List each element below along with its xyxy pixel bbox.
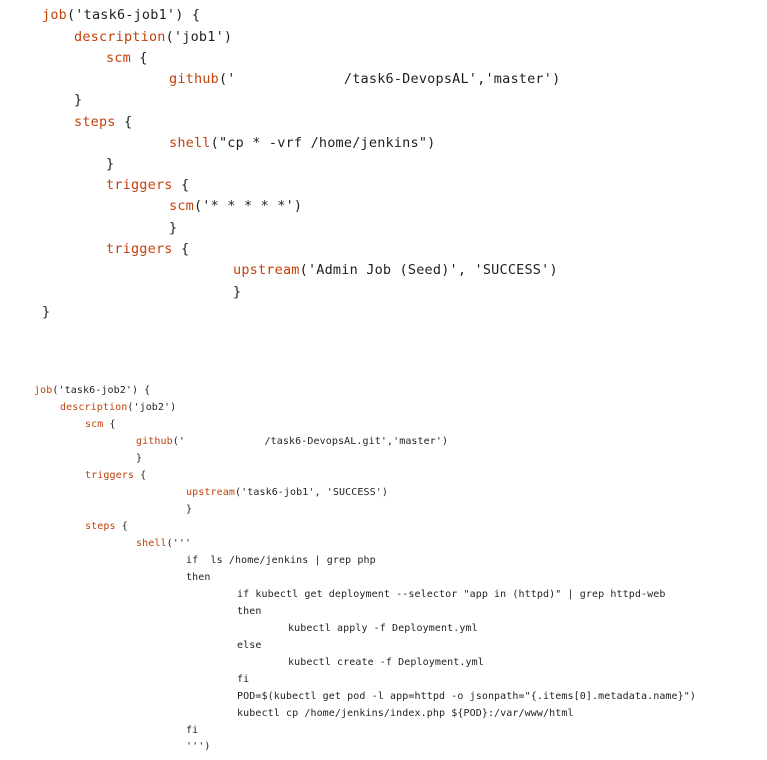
code-text: then	[237, 606, 262, 617]
code-line: upstream('Admin Job (Seed)', 'SUCCESS')	[233, 262, 558, 278]
code-keyword: scm	[85, 419, 104, 430]
code-line: }	[186, 504, 192, 515]
code-text: if ls /home/jenkins | grep php	[186, 555, 376, 566]
code-line: job('task6-job2') {	[34, 385, 150, 396]
code-text: else	[237, 640, 262, 651]
code-keyword: description	[60, 402, 128, 413]
code-line: else	[237, 640, 261, 651]
code-line: ''')	[186, 741, 210, 752]
code-text: ('job2')	[127, 402, 177, 413]
code-keyword: scm	[169, 198, 194, 214]
code-text: {	[115, 521, 128, 532]
code-keyword: job	[42, 7, 67, 23]
code-line: scm('* * * * *')	[169, 198, 302, 214]
code-text: ('Admin Job (Seed)', 'SUCCESS')	[299, 262, 558, 278]
code-line: upstream('task6-job1', 'SUCCESS')	[186, 487, 388, 498]
code-text: fi	[237, 674, 250, 685]
code-text: (' /task6-DevopsAL.git','master')	[172, 436, 449, 447]
code-keyword: triggers	[106, 177, 173, 193]
code-line: }	[74, 92, 82, 108]
code-line: }	[42, 304, 50, 320]
code-text: }	[233, 284, 242, 300]
code-text: ("cp * -vrf /home/jenkins")	[210, 135, 436, 151]
code-line: triggers {	[106, 177, 189, 193]
code-keyword: triggers	[106, 241, 173, 257]
code-keyword: steps	[85, 521, 116, 532]
code-keyword: github	[136, 436, 173, 447]
code-keyword: steps	[74, 114, 116, 130]
code-text: kubectl apply -f Deployment.yml	[288, 623, 478, 634]
code-keyword: github	[169, 71, 219, 87]
code-line: steps {	[74, 114, 132, 130]
code-text: }	[186, 504, 193, 515]
code-keyword: triggers	[85, 470, 134, 481]
code-text: {	[172, 177, 190, 193]
code-text: fi	[186, 725, 199, 736]
code-text: kubectl create -f Deployment.yml	[288, 657, 484, 668]
code-line: shell("cp * -vrf /home/jenkins")	[169, 135, 436, 151]
code-line: github(' /task6-DevopsAL','master')	[169, 71, 560, 87]
code-line: steps {	[85, 521, 128, 532]
code-line: POD=$(kubectl get pod -l app=httpd -o js…	[237, 691, 696, 702]
code-text: }	[136, 453, 143, 464]
code-line: scm {	[106, 50, 148, 66]
code-text: ('task6-job2') {	[52, 385, 151, 396]
code-line: description('job2')	[60, 402, 176, 413]
code-text: {	[103, 419, 116, 430]
code-line: }	[136, 453, 142, 464]
code-line: github(' /task6-DevopsAL.git','master')	[136, 436, 448, 447]
code-line: kubectl cp /home/jenkins/index.php ${POD…	[237, 708, 574, 719]
code-keyword: shell	[169, 135, 211, 151]
code-keyword: job	[34, 385, 53, 396]
code-text: (' /task6-DevopsAL','master')	[218, 71, 561, 87]
code-line: triggers {	[106, 241, 189, 257]
code-text: {	[115, 114, 133, 130]
code-line: then	[237, 606, 261, 617]
code-text: ('* * * * *')	[193, 198, 303, 214]
code-text: ('job1')	[165, 29, 233, 45]
code-line: kubectl apply -f Deployment.yml	[288, 623, 478, 634]
code-text: }	[106, 156, 115, 172]
code-text: kubectl cp /home/jenkins/index.php ${POD…	[237, 708, 574, 719]
code-line: job('task6-job1') {	[42, 7, 200, 23]
code-line: }	[169, 220, 177, 236]
code-line: fi	[186, 725, 198, 736]
code-keyword: upstream	[233, 262, 300, 278]
code-keyword: description	[74, 29, 166, 45]
code-text: }	[74, 92, 83, 108]
code-text: if kubectl get deployment --selector "ap…	[237, 589, 666, 600]
code-keyword: scm	[106, 50, 131, 66]
code-text: {	[133, 470, 147, 481]
code-text: ''')	[186, 741, 211, 752]
code-line: scm {	[85, 419, 116, 430]
code-line: }	[233, 284, 241, 300]
code-line: triggers {	[85, 470, 146, 481]
code-text: POD=$(kubectl get pod -l app=httpd -o js…	[237, 691, 697, 702]
code-line: shell('''	[136, 538, 191, 549]
code-text: then	[186, 572, 211, 583]
code-text: ('task6-job1') {	[66, 7, 201, 23]
code-text: ('task6-job1', 'SUCCESS')	[234, 487, 388, 498]
code-line: if ls /home/jenkins | grep php	[186, 555, 376, 566]
code-text: ('''	[166, 538, 192, 549]
code-line: }	[106, 156, 114, 172]
code-keyword: shell	[136, 538, 167, 549]
code-keyword: upstream	[186, 487, 235, 498]
code-text: {	[172, 241, 190, 257]
code-text: }	[42, 304, 51, 320]
code-line: if kubectl get deployment --selector "ap…	[237, 589, 665, 600]
code-line: description('job1')	[74, 29, 232, 45]
code-text: }	[169, 220, 178, 236]
code-line: fi	[237, 674, 249, 685]
code-line: then	[186, 572, 210, 583]
code-line: kubectl create -f Deployment.yml	[288, 657, 484, 668]
code-text: {	[130, 50, 148, 66]
